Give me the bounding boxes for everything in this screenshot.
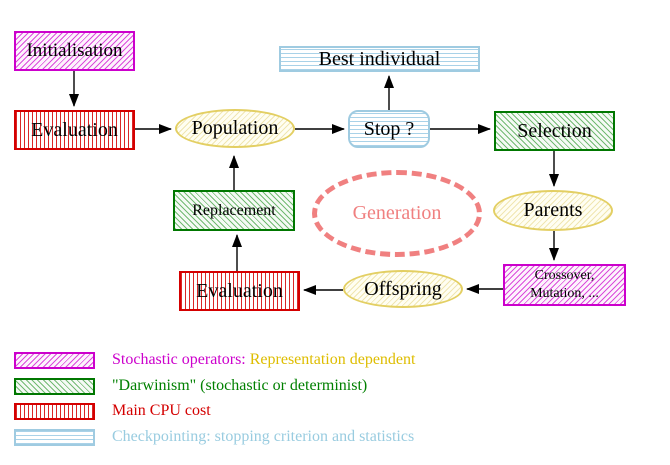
legend-swatch-green-hatch [14, 377, 95, 395]
node-stop-label: Stop ? [363, 117, 415, 140]
legend-row-checkpointing: Checkpointing: stopping criterion and st… [14, 428, 414, 446]
node-parents: Parents [493, 190, 613, 231]
node-best-individual-label: Best individual [318, 47, 441, 70]
legend-checkpointing-label: Checkpointing: stopping criterion and st… [112, 428, 415, 445]
node-evaluation-bottom-label: Evaluation [196, 279, 283, 302]
crossover-line1: Crossover, [534, 267, 595, 283]
node-evaluation-top-label: Evaluation [31, 118, 118, 141]
node-crossover-mutation-label: Crossover, Mutation, ... [530, 267, 599, 303]
node-selection-label: Selection [517, 119, 592, 142]
node-initialisation: Initialisation [14, 31, 135, 71]
node-crossover-mutation: Crossover, Mutation, ... [503, 264, 626, 306]
legend-row-stochastic: Stochastic operators: Representation dep… [14, 351, 415, 369]
legend-text-stochastic: Stochastic operators: Representation dep… [112, 351, 415, 369]
node-evaluation-bottom: Evaluation [179, 271, 300, 311]
legend-swatch-cyan-lines [14, 428, 95, 446]
node-evaluation-top: Evaluation [14, 110, 135, 150]
legend-row-cpu-cost: Main CPU cost [14, 402, 211, 420]
node-initialisation-label: Initialisation [26, 40, 123, 61]
node-offspring: Offspring [343, 270, 463, 308]
node-replacement: Replacement [173, 190, 295, 231]
generation-label: Generation [352, 202, 442, 224]
legend-darwinism-label: "Darwinism" (stochastic or determinist) [112, 377, 368, 394]
crossover-line2: Mutation, ... [530, 286, 599, 301]
node-replacement-label: Replacement [192, 201, 276, 219]
legend-swatch-magenta-hatch [14, 351, 95, 369]
node-population: Population [175, 109, 295, 148]
node-selection: Selection [494, 111, 615, 151]
generation-loop-ellipse: Generation [312, 170, 482, 257]
node-stop: Stop ? [348, 110, 430, 148]
node-parents-label: Parents [523, 199, 583, 221]
legend-row-darwinism: "Darwinism" (stochastic or determinist) [14, 377, 367, 395]
legend-representation-label: Representation dependent [249, 351, 416, 368]
node-offspring-label: Offspring [364, 277, 442, 300]
legend-stochastic-label: Stochastic operators: [112, 351, 246, 368]
legend-swatch-red-stripes [14, 402, 95, 420]
node-best-individual: Best individual [279, 46, 480, 72]
legend-cpu-label: Main CPU cost [112, 402, 211, 419]
node-population-label: Population [191, 117, 279, 139]
